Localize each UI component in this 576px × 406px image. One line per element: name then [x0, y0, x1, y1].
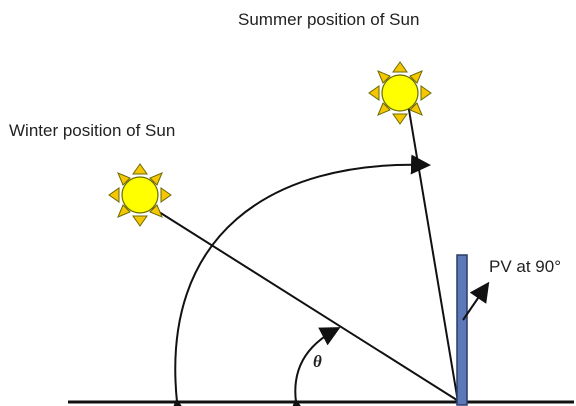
summer-sun-rays	[368, 61, 432, 125]
summer-position-label: Summer position of Sun	[238, 10, 420, 29]
pv-normal-arrow	[462, 281, 490, 321]
theta-label: θ	[313, 352, 322, 371]
winter-sun-icon	[108, 163, 172, 227]
winter-sun-ray-line	[147, 204, 461, 403]
theta-arc	[288, 327, 341, 406]
winter-sun-rays	[108, 163, 172, 227]
winter-sun-disc	[121, 176, 159, 214]
pv-panel	[456, 254, 468, 406]
summer-sun-ray-line	[405, 91, 459, 403]
summer-sun-icon	[368, 61, 432, 125]
winter-position-label: Winter position of Sun	[9, 121, 176, 140]
summer-sun-disc	[381, 74, 419, 112]
pv-angle-label: PV at 90°	[489, 257, 562, 276]
large-angle-arc	[168, 154, 431, 406]
